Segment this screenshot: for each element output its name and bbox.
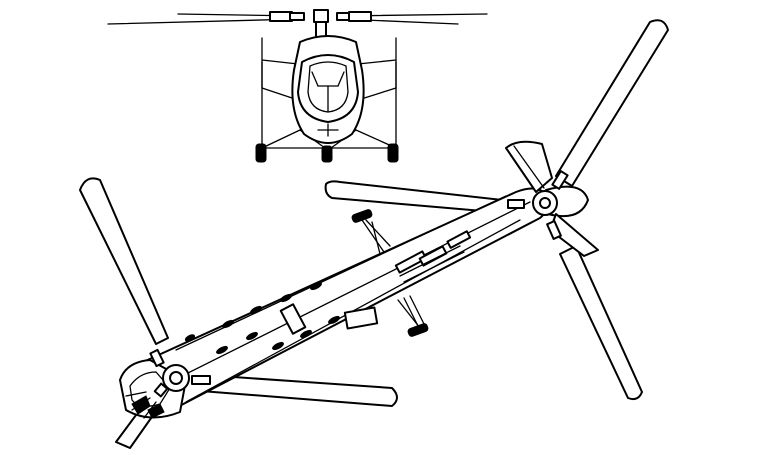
top-view — [79, 19, 669, 449]
aft-rotor-hub — [507, 170, 569, 240]
front-view — [107, 9, 488, 163]
aft-pylon — [505, 140, 599, 257]
fuselage-panels — [279, 230, 472, 335]
front-view-rotor-blades — [107, 9, 488, 25]
fuselage-windows — [184, 281, 340, 355]
aft-rotor-blades — [324, 19, 669, 401]
top-view-landing-gear — [351, 209, 429, 337]
forward-rotor-hub — [149, 348, 211, 398]
front-view-wheels — [255, 143, 399, 163]
forward-rotor-blades — [79, 177, 398, 449]
